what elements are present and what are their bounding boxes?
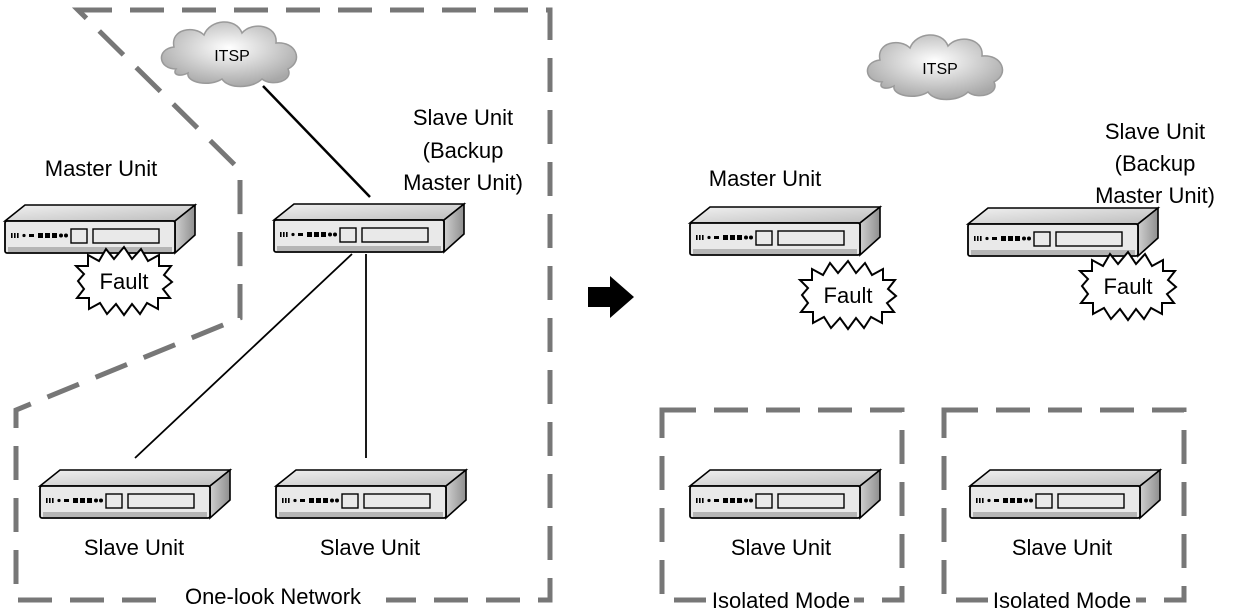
one-look-network-label: One-look Network [185, 584, 362, 609]
isolated-slave-unit-1-label: Slave Unit [731, 535, 831, 560]
backup-master-unit-right-icon [967, 207, 1159, 257]
master-unit-right-icon [689, 206, 881, 256]
slave-unit-1-label: Slave Unit [84, 535, 184, 560]
backup-right-label-line-2: (Backup [1115, 151, 1196, 176]
slave-unit-2-icon [275, 469, 467, 519]
isolated-slave-unit-2-icon [969, 469, 1161, 519]
itsp-label-right: ITSP [922, 61, 958, 78]
fault-label-right-2: Fault [1104, 274, 1153, 299]
backup-to-slave1-line [134, 253, 353, 459]
master-unit-label: Master Unit [45, 156, 157, 181]
backup-right-label-line-1: Slave Unit [1105, 119, 1205, 144]
isolated-mode-label-2: Isolated Mode [993, 588, 1131, 612]
backup-label-line-1: Slave Unit [413, 105, 513, 130]
backup-right-label-line-3: Master Unit) [1095, 183, 1215, 208]
backup-label-line-2: (Backup [423, 138, 504, 163]
isolated-slave-unit-2-label: Slave Unit [1012, 535, 1112, 560]
fault-label: Fault [100, 269, 149, 294]
fault-label-right-1: Fault [824, 283, 873, 308]
isolated-slave-unit-1-icon [689, 469, 881, 519]
itsp-to-backup-line [262, 85, 371, 198]
slave-unit-2-label: Slave Unit [320, 535, 420, 560]
isolated-mode-label-1: Isolated Mode [712, 588, 850, 612]
right-arrow-icon [588, 276, 634, 318]
master-unit-right-label: Master Unit [709, 166, 821, 191]
backup-master-unit-icon [273, 203, 465, 253]
slave-unit-1-icon [39, 469, 231, 519]
master-unit-icon [4, 204, 196, 254]
itsp-label: ITSP [214, 48, 250, 65]
backup-label-line-3: Master Unit) [403, 170, 523, 195]
